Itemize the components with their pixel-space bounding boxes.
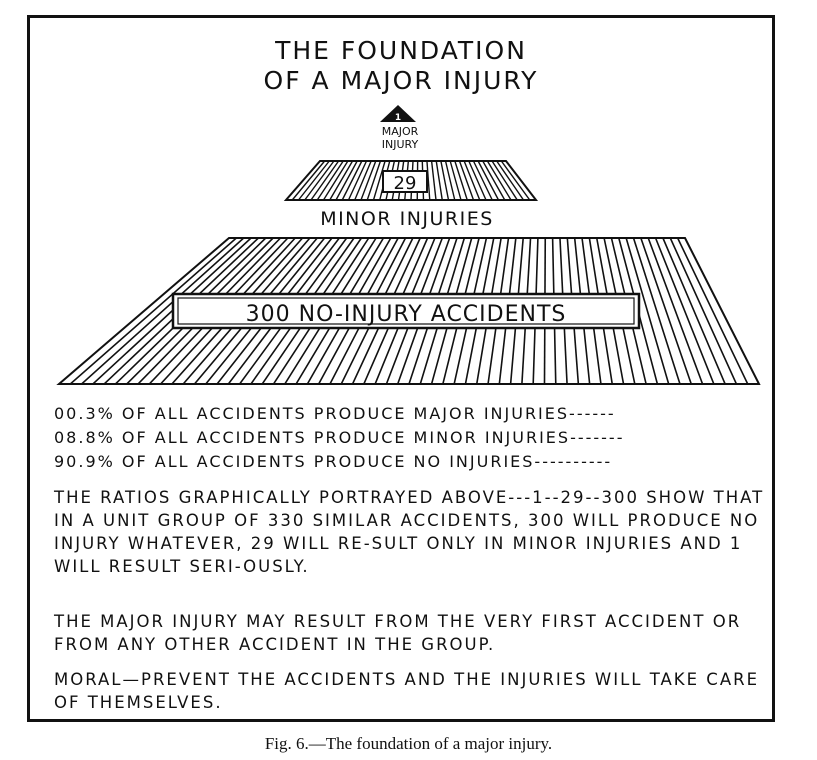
base-tier: 300 NO-INJURY ACCIDENTS (56, 237, 761, 385)
title-line-2: OF A MAJOR INJURY (263, 66, 539, 95)
stat-none: 90.9% OF ALL ACCIDENTS PRODUCE NO INJURI… (54, 452, 613, 471)
middle-number-box (382, 170, 428, 193)
pyramid-diagram: 1 MAJOR INJURY 29 MINOR INJURIES 300 NO-… (56, 105, 761, 385)
apex-number: 1 (395, 113, 401, 123)
major-injury-paragraph: THE MAJOR INJURY MAY RESULT FROM THE VER… (54, 612, 742, 654)
moral-paragraph: MORAL—PREVENT THE ACCIDENTS AND THE INJU… (54, 670, 759, 712)
apex-label-line-1: MAJOR (382, 125, 419, 138)
middle-label: MINOR INJURIES (320, 208, 494, 230)
base-label: 300 NO-INJURY ACCIDENTS (246, 302, 567, 327)
figure-frame: THE FOUNDATION OF A MAJOR INJURY 1 MAJOR… (27, 15, 775, 722)
base-label-box (171, 292, 641, 330)
base-label-inner-box (177, 297, 635, 325)
ratio-paragraph: THE RATIOS GRAPHICALLY PORTRAYED ABOVE--… (54, 488, 765, 576)
stat-minor: 08.8% OF ALL ACCIDENTS PRODUCE MINOR INJ… (54, 428, 625, 447)
middle-tier: 29 (283, 160, 539, 201)
figure-caption: Fig. 6.—The foundation of a major injury… (264, 734, 553, 753)
title-line-1: THE FOUNDATION (275, 36, 527, 65)
apex-label-line-2: INJURY (382, 138, 419, 151)
stat-major: 00.3% OF ALL ACCIDENTS PRODUCE MAJOR INJ… (54, 404, 616, 423)
middle-hatch (291, 160, 531, 201)
apex-triangle (380, 105, 416, 122)
middle-number: 29 (394, 173, 417, 194)
